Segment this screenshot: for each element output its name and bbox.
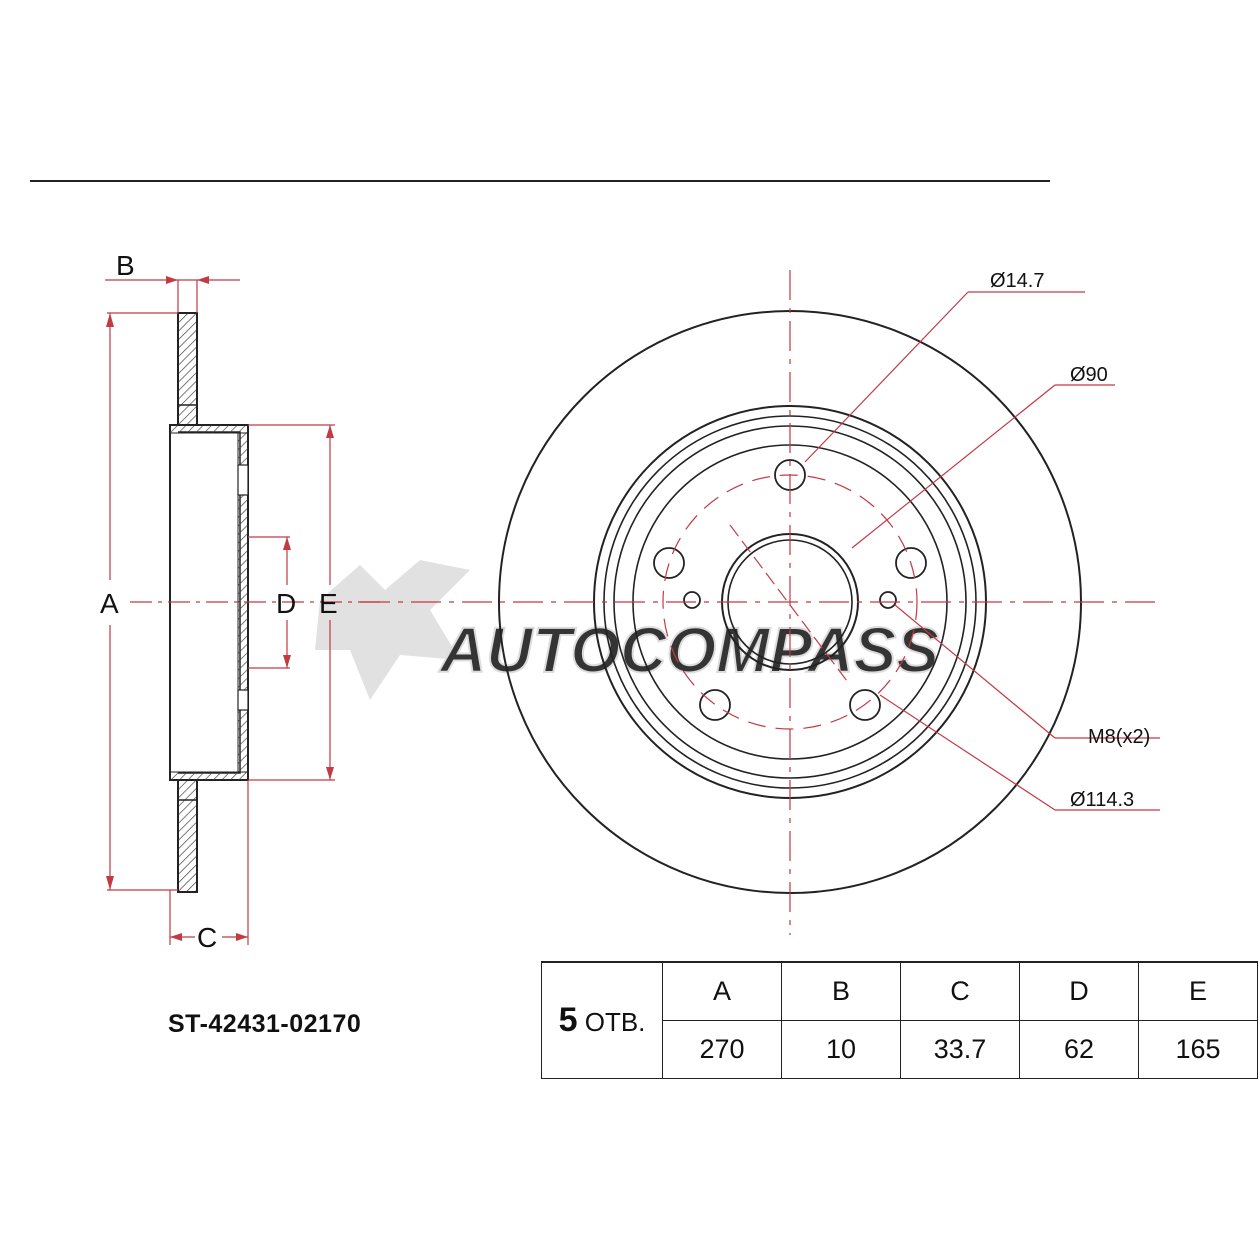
hole-count-unit: ОТВ. [584,1007,646,1037]
spec-table: 5 ОТВ. A B C D E 270 10 33.7 62 165 [541,961,1258,1079]
dim-label-c: C [197,922,217,953]
front-view: Ø14.7 Ø90 M8(x2) Ø114.3 [360,270,1160,935]
header-c: C [900,961,1020,1021]
spec-header-row: 5 ОТВ. A B C D E [541,961,1258,1079]
callout-bolt-hole: Ø14.7 [990,270,1044,292]
callout-center-bore: Ø90 [1070,364,1108,386]
value-b: 10 [781,1020,901,1079]
side-view: A B C D E [100,250,380,953]
hole-count: 5 [558,1001,578,1039]
watermark-logo: AUTOCOMPASS [315,560,940,700]
value-c: 33.7 [900,1020,1020,1079]
dim-label-a: A [100,588,119,619]
callout-threaded-holes: M8(x2) [1088,726,1150,748]
value-d: 62 [1019,1020,1139,1079]
part-number: ST-42431-02170 [168,1010,362,1038]
hole-count-cell: 5 ОТВ. [541,961,663,1079]
value-a: 270 [662,1020,782,1079]
dim-label-b: B [116,250,135,281]
watermark-text: AUTOCOMPASS [438,614,939,686]
header-e: E [1138,961,1258,1021]
header-d: D [1019,961,1139,1021]
header-a: A [662,961,782,1021]
dim-label-e: E [319,588,338,619]
callout-pcd: Ø114.3 [1070,789,1134,811]
header-b: B [781,961,901,1021]
spec-value-row: 270 10 33.7 62 165 [542,1020,1258,1079]
value-e: 165 [1138,1020,1258,1079]
dim-label-d: D [276,588,296,619]
